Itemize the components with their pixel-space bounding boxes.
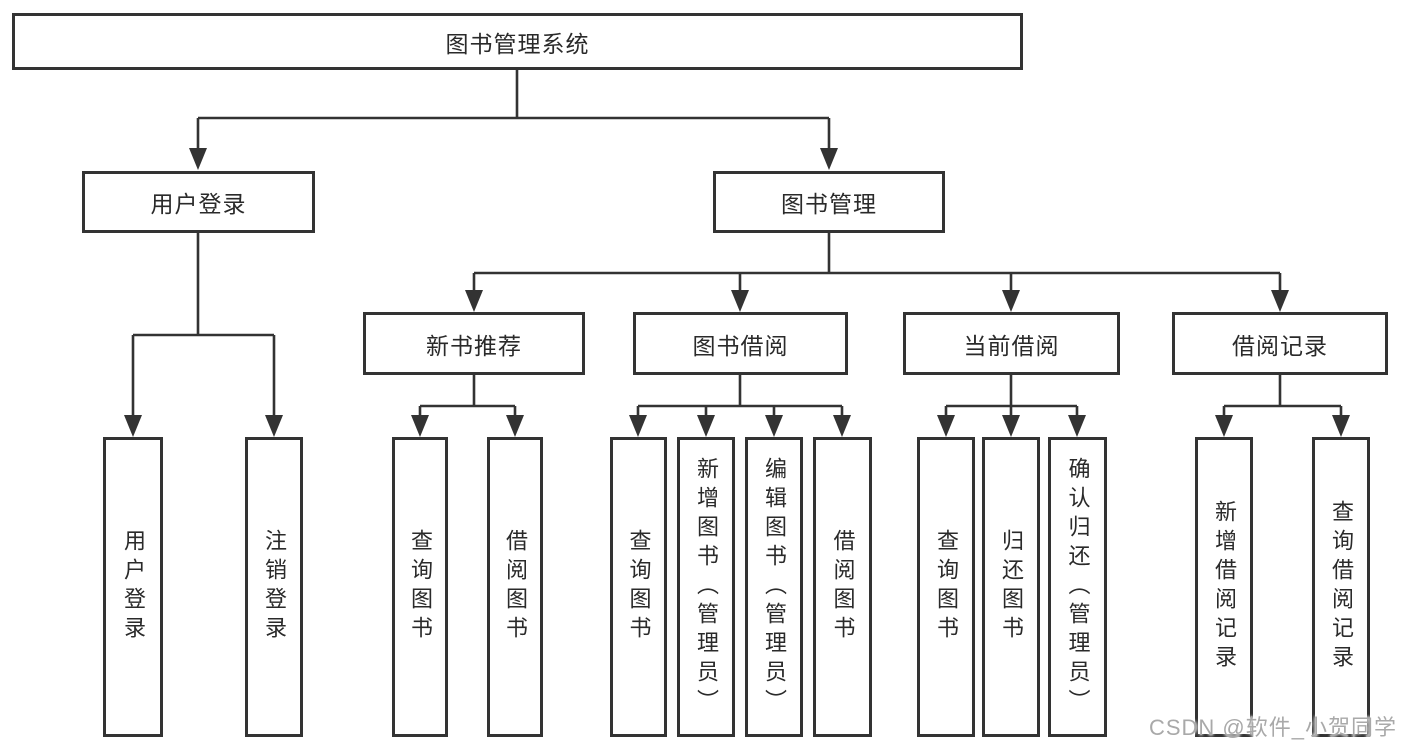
connector-user-login-children [131,233,276,419]
node-label: 图书管理系统 [445,30,590,57]
node-book-management: 图书管理 [713,171,945,233]
leaf-add-borrow-record: 新增借阅记录 [1195,437,1253,737]
arrowhead [937,415,955,437]
leaf-query-borrow-record: 查询借阅记录 [1312,437,1370,737]
node-label: 图书管理 [781,191,877,217]
node-label: 当前借阅 [963,332,1060,359]
leaf-label: 用户登录 [121,529,146,645]
arrowhead [124,415,142,437]
arrowhead [697,415,715,437]
leaf-return-books: 归还图书 [982,437,1040,737]
leaf-add-books-admin: 新增图书（管理员） [677,437,735,737]
leaf-borrow-books: 借阅图书 [813,437,872,737]
leaf-label: 查询图书 [934,529,959,645]
arrowhead [765,415,783,437]
leaf-label: 查询图书 [626,529,652,645]
csdn-watermark: CSDN @软件_小贺同学 [1148,715,1397,740]
leaf-label: 借阅图书 [830,529,856,645]
leaf-label: 归还图书 [999,529,1024,645]
leaf-label: 查询借阅记录 [1329,500,1354,674]
connector-borrow-records-children [1222,375,1343,419]
arrowhead [1271,290,1289,312]
node-label: 借阅记录 [1232,332,1328,359]
arrowhead [833,415,851,437]
node-current-borrow: 当前借阅 [903,312,1120,375]
arrowhead [189,148,207,170]
leaf-logout-login: 注销登录 [245,437,303,737]
node-label: 新书推荐 [426,332,522,359]
arrowhead [506,415,524,437]
leaf-label: 确认归还（管理员） [1065,456,1091,718]
arrowhead [1068,415,1086,437]
leaf-label: 编辑图书（管理员） [762,456,787,718]
connector-book-borrow-children [636,375,844,419]
arrowhead [820,148,838,170]
arrowhead [629,415,647,437]
connector-new-book-children [418,375,517,419]
node-new-book-recommend: 新书推荐 [363,312,585,375]
connector-book-management-children [472,233,1282,294]
arrowhead [1002,290,1020,312]
node-borrow-records: 借阅记录 [1172,312,1388,375]
node-library-management-system: 图书管理系统 [12,13,1023,70]
arrowhead [411,415,429,437]
arrowhead [1215,415,1233,437]
arrowhead [1332,415,1350,437]
leaf-edit-books-admin: 编辑图书（管理员） [745,437,803,737]
leaf-label: 借阅图书 [503,529,528,645]
arrowhead [731,290,749,312]
leaf-label: 查询图书 [408,529,433,645]
node-label: 图书借阅 [692,332,789,359]
arrowhead [1002,415,1020,437]
leaf-label: 新增图书（管理员） [694,456,719,718]
node-label: 用户登录 [150,191,247,217]
leaf-label: 注销登录 [262,529,287,645]
leaf-user-login: 用户登录 [103,437,163,737]
leaf-label: 新增借阅记录 [1212,500,1237,674]
arrowhead [465,290,483,312]
leaf-query-books-recommend: 查询图书 [392,437,448,737]
leaf-query-books-borrow: 查询图书 [610,437,667,737]
connector-current-borrow-children [944,375,1079,419]
node-book-borrow: 图书借阅 [633,312,848,375]
leaf-query-books-current: 查询图书 [917,437,975,737]
node-user-login: 用户登录 [82,171,315,233]
connector-root-to-level2 [196,70,831,150]
leaf-confirm-return-admin: 确认归还（管理员） [1048,437,1107,737]
arrowhead [265,415,283,437]
leaf-borrow-books-recommend: 借阅图书 [487,437,543,737]
